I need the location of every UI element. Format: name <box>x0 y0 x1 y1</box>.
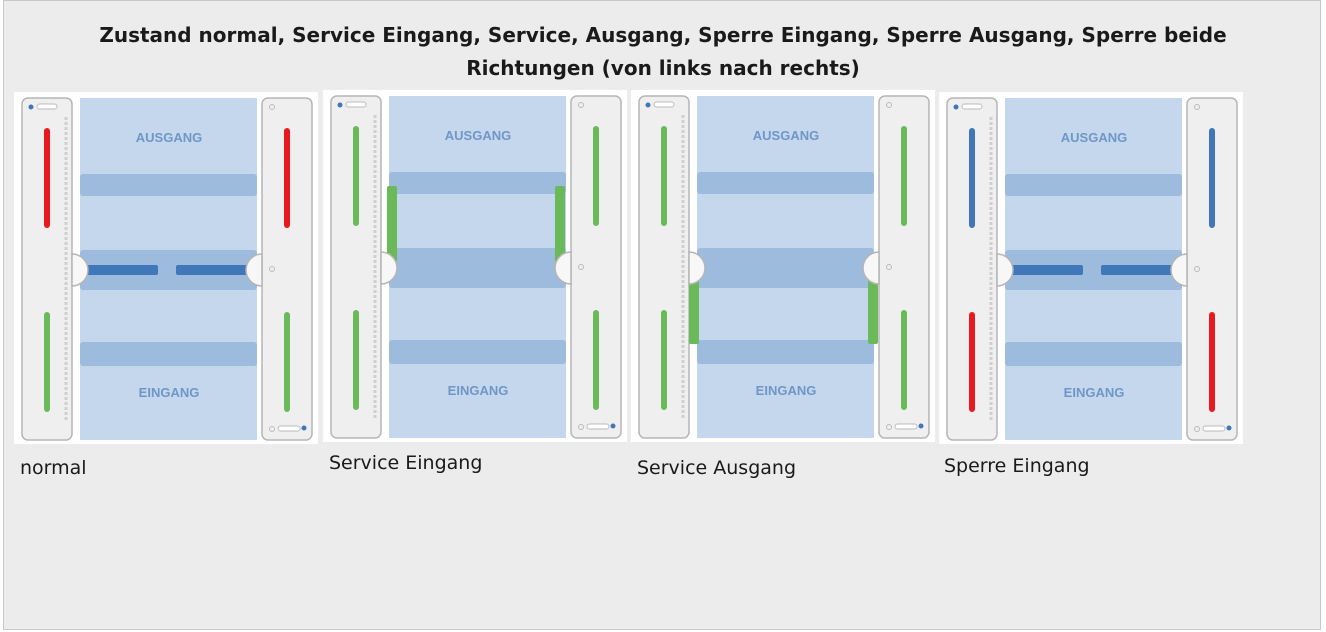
walkway-band-middle <box>389 248 566 288</box>
pivot-right <box>1170 253 1188 287</box>
entry-label: EINGANG <box>448 383 509 398</box>
walkway-band-middle <box>80 250 257 290</box>
post-slot <box>961 103 983 110</box>
post-slot <box>894 423 918 430</box>
signal-light-upper <box>1209 128 1215 228</box>
post-indicator-dot <box>269 266 275 272</box>
post-indicator-dot <box>1194 266 1200 272</box>
heading-line-1: Zustand normal, Service Eingang, Service… <box>99 23 1227 47</box>
figure-caption: Service Eingang <box>329 452 483 474</box>
signal-light-lower <box>44 312 50 412</box>
post-slot <box>345 101 367 108</box>
barrier-flap-left <box>387 186 397 262</box>
pivot-left <box>996 253 1014 287</box>
barrier-flap-right <box>176 265 248 275</box>
exit-label: AUSGANG <box>136 130 202 145</box>
barrier-flap-right <box>868 280 878 344</box>
post-indicator-dot <box>578 424 584 430</box>
post-indicator-dot <box>1194 426 1200 432</box>
walkway-band-lower <box>80 342 257 366</box>
pivot-right <box>862 251 880 285</box>
figure-service-eingang[interactable]: AUSGANG EINGANG <box>323 90 627 442</box>
walkway-band-middle <box>1005 250 1182 290</box>
post-indicator-dot <box>918 423 924 429</box>
signal-light-lower <box>901 310 907 410</box>
entry-label: EINGANG <box>1064 385 1125 400</box>
post-indicator-dot <box>269 104 275 110</box>
post-slot <box>653 101 675 108</box>
post-indicator-dot <box>886 424 892 430</box>
post-indicator-dot <box>269 426 275 432</box>
turnstile-diagram: AUSGANG EINGANG <box>946 97 1238 441</box>
post-indicator-dot <box>610 423 616 429</box>
entry-label: EINGANG <box>139 385 200 400</box>
post-indicator-dot <box>886 102 892 108</box>
turnstile-diagram: AUSGANG EINGANG <box>638 95 930 439</box>
barrier-flap-left <box>1011 265 1083 275</box>
figure-caption: Service Ausgang <box>637 457 797 479</box>
walkway-band-upper <box>697 172 874 194</box>
heading-line-2: Richtungen (von links nach rechts) <box>466 56 860 80</box>
post-slot <box>36 103 58 110</box>
signal-light-upper <box>661 126 667 226</box>
pivot-right <box>554 251 572 285</box>
pivot-right <box>245 253 263 287</box>
figure-normal[interactable]: AUSGANG EINGANG <box>14 92 318 444</box>
signal-light-upper <box>44 128 50 228</box>
signal-light-upper <box>969 128 975 228</box>
pivot-left <box>688 251 706 285</box>
exit-label: AUSGANG <box>1061 130 1127 145</box>
exit-label: AUSGANG <box>753 128 819 143</box>
post-indicator-dot <box>1194 104 1200 110</box>
signal-light-lower <box>593 310 599 410</box>
post-indicator-dot <box>645 102 651 108</box>
signal-light-lower <box>969 312 975 412</box>
barrier-flap-right <box>1101 265 1173 275</box>
walkway-band-lower <box>697 340 874 364</box>
exit-label: AUSGANG <box>445 128 511 143</box>
turnstile-diagram: AUSGANG EINGANG <box>330 95 622 439</box>
post-indicator-dot <box>337 102 343 108</box>
post-slot <box>277 425 301 432</box>
signal-light-upper <box>353 126 359 226</box>
post-indicator-dot <box>578 264 584 270</box>
figure-caption: normal <box>20 457 87 479</box>
pivot-left <box>380 251 398 285</box>
turnstile-diagram: AUSGANG EINGANG <box>21 97 313 441</box>
post-indicator-dot <box>886 264 892 270</box>
signal-light-upper <box>593 126 599 226</box>
entry-label: EINGANG <box>756 383 817 398</box>
walkway-band-upper <box>1005 174 1182 196</box>
walkway-band-middle <box>697 248 874 288</box>
signal-light-lower <box>284 312 290 412</box>
post-indicator-dot <box>953 104 959 110</box>
pivot-left <box>71 253 89 287</box>
signal-light-lower <box>353 310 359 410</box>
figure-caption: Sperre Eingang <box>944 455 1090 477</box>
post-slot <box>1202 425 1226 432</box>
walkway-band-lower <box>389 340 566 364</box>
signal-light-lower <box>1209 312 1215 412</box>
post-indicator-dot <box>28 104 34 110</box>
barrier-flap-left <box>86 265 158 275</box>
gallery-heading: Zustand normal, Service Eingang, Service… <box>4 19 1322 85</box>
walkway-band-upper <box>389 172 566 194</box>
barrier-flap-left <box>689 280 699 344</box>
signal-light-lower <box>661 310 667 410</box>
post-indicator-dot <box>301 425 307 431</box>
post-indicator-dot <box>578 102 584 108</box>
walkway-band-lower <box>1005 342 1182 366</box>
post-indicator-dot <box>1226 425 1232 431</box>
signal-light-upper <box>901 126 907 226</box>
barrier-flap-right <box>555 186 565 262</box>
post-slot <box>586 423 610 430</box>
figure-sperre-eingang[interactable]: AUSGANG EINGANG <box>939 92 1243 444</box>
figure-service-ausgang[interactable]: AUSGANG EINGANG <box>631 90 935 442</box>
walkway-band-upper <box>80 174 257 196</box>
signal-light-upper <box>284 128 290 228</box>
